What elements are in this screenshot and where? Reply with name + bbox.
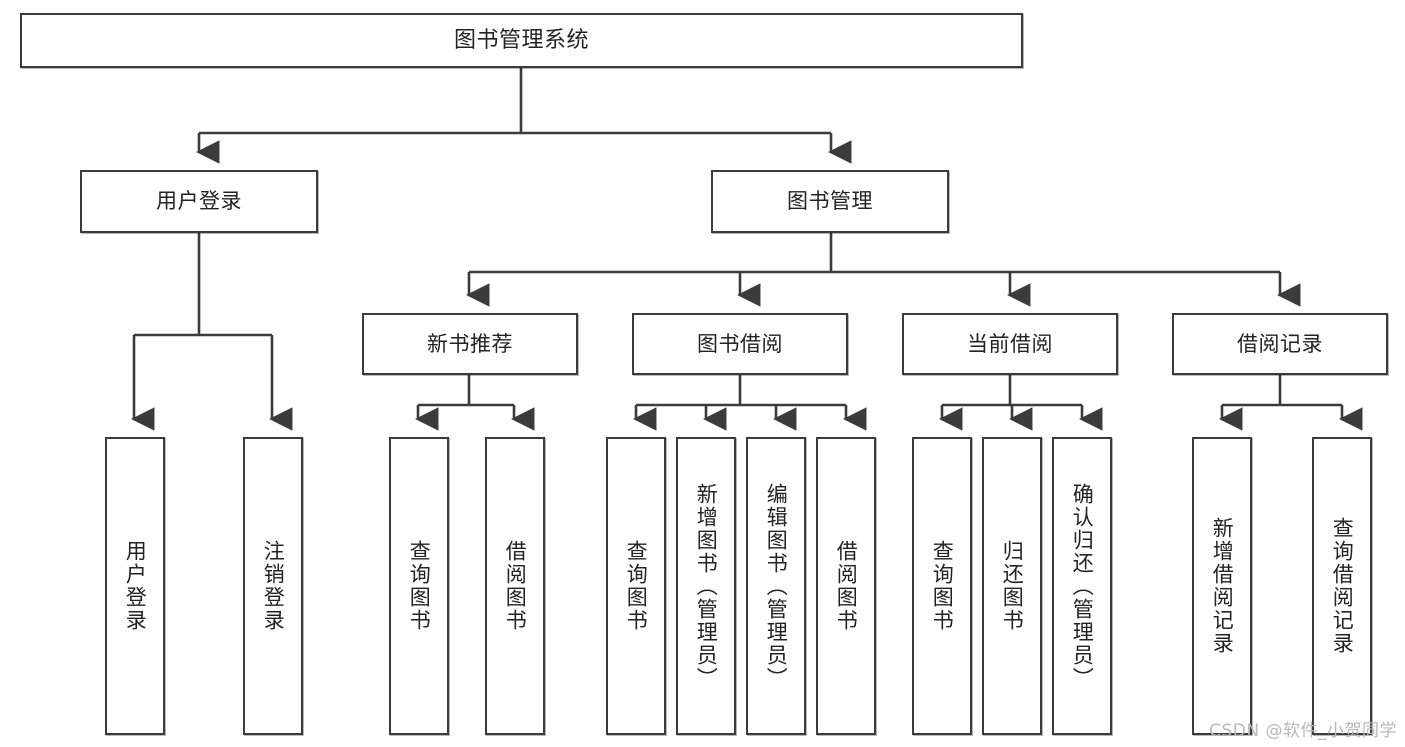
- node-user-login-label: 用户登录: [156, 189, 242, 214]
- node-leaf-add-record-label: 新增借阅记录: [1210, 517, 1235, 655]
- node-borrow-record[interactable]: 借阅记录: [1172, 313, 1388, 375]
- node-leaf-add-book-label: 新增图书（管理员）: [694, 482, 719, 690]
- node-borrow-record-label: 借阅记录: [1237, 331, 1323, 356]
- node-book-borrow[interactable]: 图书借阅: [632, 313, 848, 375]
- watermark: CSDN @软件_小贺同学: [1209, 721, 1397, 741]
- node-leaf-borrow-book-2[interactable]: 借阅图书: [816, 437, 876, 735]
- node-root-label: 图书管理系统: [453, 27, 589, 53]
- node-leaf-add-book[interactable]: 新增图书（管理员）: [676, 437, 736, 735]
- node-leaf-borrow-book-1[interactable]: 借阅图书: [485, 437, 545, 735]
- node-leaf-return-book-label: 归还图书: [1000, 540, 1025, 632]
- node-leaf-user-login[interactable]: 用户登录: [105, 437, 165, 735]
- node-leaf-add-record[interactable]: 新增借阅记录: [1192, 437, 1252, 735]
- node-new-book-rec[interactable]: 新书推荐: [362, 313, 578, 375]
- node-leaf-user-login-label: 用户登录: [123, 540, 148, 632]
- node-leaf-user-logout[interactable]: 注销登录: [243, 437, 303, 735]
- node-book-manage[interactable]: 图书管理: [711, 170, 949, 233]
- node-current-borrow[interactable]: 当前借阅: [902, 313, 1118, 375]
- node-leaf-confirm-return[interactable]: 确认归还（管理员）: [1052, 437, 1112, 735]
- node-leaf-borrow-book-2-label: 借阅图书: [834, 540, 859, 632]
- node-leaf-confirm-return-label: 确认归还（管理员）: [1070, 482, 1095, 690]
- node-leaf-query-book-1-label: 查询图书: [407, 540, 432, 632]
- node-leaf-borrow-book-1-label: 借阅图书: [503, 540, 528, 632]
- node-root[interactable]: 图书管理系统: [20, 13, 1023, 68]
- node-leaf-edit-book[interactable]: 编辑图书（管理员）: [746, 437, 806, 735]
- node-leaf-edit-book-label: 编辑图书（管理员）: [764, 482, 789, 690]
- node-leaf-user-logout-label: 注销登录: [261, 540, 286, 632]
- node-leaf-query-book-3-label: 查询图书: [930, 540, 955, 632]
- node-leaf-query-record-label: 查询借阅记录: [1330, 517, 1355, 655]
- node-current-borrow-label: 当前借阅: [967, 331, 1053, 356]
- node-leaf-query-record[interactable]: 查询借阅记录: [1312, 437, 1372, 735]
- node-leaf-return-book[interactable]: 归还图书: [982, 437, 1042, 735]
- node-leaf-query-book-2[interactable]: 查询图书: [606, 437, 666, 735]
- node-book-borrow-label: 图书借阅: [697, 331, 783, 356]
- node-user-login[interactable]: 用户登录: [80, 170, 318, 233]
- node-new-book-rec-label: 新书推荐: [427, 331, 513, 356]
- node-leaf-query-book-2-label: 查询图书: [624, 540, 649, 632]
- node-leaf-query-book-1[interactable]: 查询图书: [389, 437, 449, 735]
- node-book-manage-label: 图书管理: [787, 189, 873, 214]
- node-leaf-query-book-3[interactable]: 查询图书: [912, 437, 972, 735]
